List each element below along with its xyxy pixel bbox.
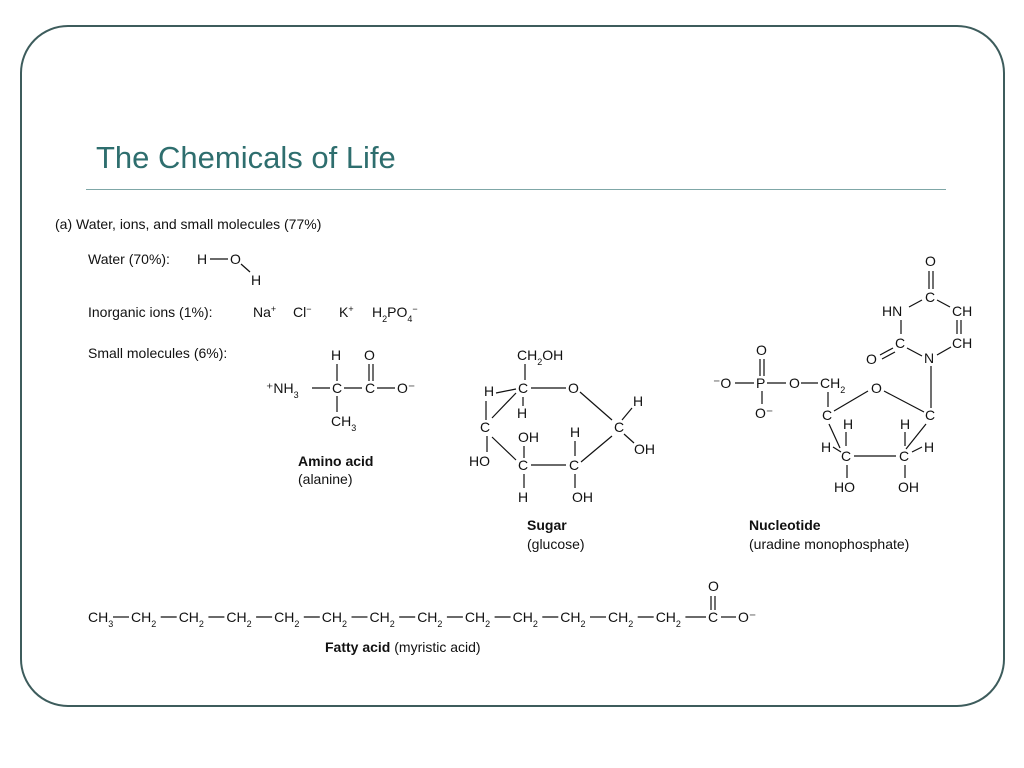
svg-text:O: O <box>364 347 375 363</box>
svg-text:H: H <box>633 393 643 409</box>
svg-text:C: C <box>899 448 909 464</box>
title-rule <box>86 189 946 190</box>
svg-text:C: C <box>925 289 935 305</box>
svg-text:C: C <box>895 335 905 351</box>
svg-text:P: P <box>756 375 765 391</box>
svg-text:C: C <box>365 380 375 396</box>
svg-text:H: H <box>517 405 527 421</box>
water-label: Water (70%): <box>88 251 170 267</box>
alanine-structure: H O ⁺NH3 C C O⁻ CH3 <box>266 347 415 433</box>
svg-text:H: H <box>924 439 934 455</box>
svg-text:OH: OH <box>518 429 539 445</box>
nucleotide-name: Nucleotide <box>749 517 821 533</box>
svg-text:C: C <box>925 407 935 423</box>
svg-text:HO: HO <box>834 479 855 495</box>
svg-text:C: C <box>569 457 579 473</box>
svg-text:O⁻: O⁻ <box>738 609 756 625</box>
svg-text:CH2: CH2 <box>370 609 395 629</box>
svg-text:CH: CH <box>952 335 972 351</box>
svg-text:CH2: CH2 <box>656 609 681 629</box>
svg-text:N: N <box>924 350 934 366</box>
svg-text:O: O <box>708 578 719 594</box>
section-heading: (a) Water, ions, and small molecules (77… <box>55 216 321 232</box>
svg-text:O: O <box>866 351 877 367</box>
svg-text:O: O <box>756 342 767 358</box>
glucose-structure: CH2OH C O H H C C H OH HO C OH C H H OH <box>469 347 655 505</box>
svg-text:CH3: CH3 <box>88 609 113 629</box>
svg-text:H: H <box>843 416 853 432</box>
fatty-acid-subtitle: (myristic acid) <box>390 639 480 655</box>
amino-acid-name: Amino acid <box>298 453 373 469</box>
svg-text:OH: OH <box>898 479 919 495</box>
svg-text:CH2OH: CH2OH <box>517 347 563 367</box>
svg-text:O: O <box>871 380 882 396</box>
svg-text:C: C <box>518 457 528 473</box>
svg-text:C: C <box>822 407 832 423</box>
svg-text:CH2: CH2 <box>465 609 490 629</box>
svg-text:H: H <box>570 424 580 440</box>
svg-text:O: O <box>925 253 936 269</box>
svg-text:CH2: CH2 <box>226 609 251 629</box>
svg-text:CH2: CH2 <box>131 609 156 629</box>
svg-text:O⁻: O⁻ <box>397 380 415 396</box>
svg-text:HN: HN <box>882 303 902 319</box>
svg-text:O⁻: O⁻ <box>755 405 773 421</box>
svg-text:C: C <box>518 380 528 396</box>
slide-title: The Chemicals of Life <box>96 140 396 175</box>
sugar-name: Sugar <box>527 517 567 533</box>
svg-text:O: O <box>568 380 579 396</box>
svg-text:H: H <box>900 416 910 432</box>
nucleotide-subtitle: (uradine monophosphate) <box>749 536 909 552</box>
svg-text:H: H <box>484 383 494 399</box>
slide-frame <box>20 25 1005 707</box>
svg-text:C: C <box>841 448 851 464</box>
nucleotide-structure: O ⁻O P O CH2 O⁻ C O C H H C C H H HO OH <box>713 253 972 495</box>
fatty-acid-name: Fatty acid <box>325 639 390 655</box>
svg-text:H2PO4−: H2PO4− <box>372 304 418 324</box>
svg-text:CH2: CH2 <box>274 609 299 629</box>
svg-text:CH2: CH2 <box>820 375 845 395</box>
svg-text:O: O <box>230 251 241 267</box>
water-structure: H O H <box>197 251 261 288</box>
svg-text:CH2: CH2 <box>560 609 585 629</box>
svg-text:H: H <box>197 251 207 267</box>
small-molecules-label: Small molecules (6%): <box>88 345 227 361</box>
sugar-subtitle: (glucose) <box>527 536 585 552</box>
svg-text:K+: K+ <box>339 304 354 320</box>
svg-text:CH2: CH2 <box>179 609 204 629</box>
svg-text:O: O <box>789 375 800 391</box>
svg-text:⁻O: ⁻O <box>713 375 731 391</box>
svg-text:H: H <box>821 439 831 455</box>
svg-text:H: H <box>518 489 528 505</box>
svg-text:H: H <box>331 347 341 363</box>
svg-text:H: H <box>251 272 261 288</box>
svg-text:Cl−: Cl− <box>293 304 312 320</box>
svg-text:CH3: CH3 <box>331 413 356 433</box>
amino-acid-subtitle: (alanine) <box>298 471 352 487</box>
svg-text:Na+: Na+ <box>253 304 276 320</box>
fatty-acid-structure: CH3 CH2 CH2 CH2 CH2 CH2 CH2 CH2 CH2 CH2 CH2 CH2 CH2… <box>88 578 756 629</box>
svg-text:OH: OH <box>634 441 655 457</box>
svg-text:C: C <box>708 609 718 625</box>
svg-text:CH: CH <box>952 303 972 319</box>
svg-text:CH2: CH2 <box>513 609 538 629</box>
svg-text:C: C <box>480 419 490 435</box>
svg-text:CH2: CH2 <box>417 609 442 629</box>
svg-text:CH2: CH2 <box>608 609 633 629</box>
svg-text:OH: OH <box>572 489 593 505</box>
svg-text:CH2: CH2 <box>322 609 347 629</box>
ions-label: Inorganic ions (1%): <box>88 304 213 320</box>
svg-text:C: C <box>332 380 342 396</box>
svg-text:HO: HO <box>469 453 490 469</box>
inorganic-ions: Na+ Cl− K+ H2PO4− <box>253 304 418 324</box>
fatty-acid-caption: Fatty acid (myristic acid) <box>325 639 481 655</box>
svg-text:⁺NH3: ⁺NH3 <box>266 380 299 400</box>
svg-text:C: C <box>614 419 624 435</box>
